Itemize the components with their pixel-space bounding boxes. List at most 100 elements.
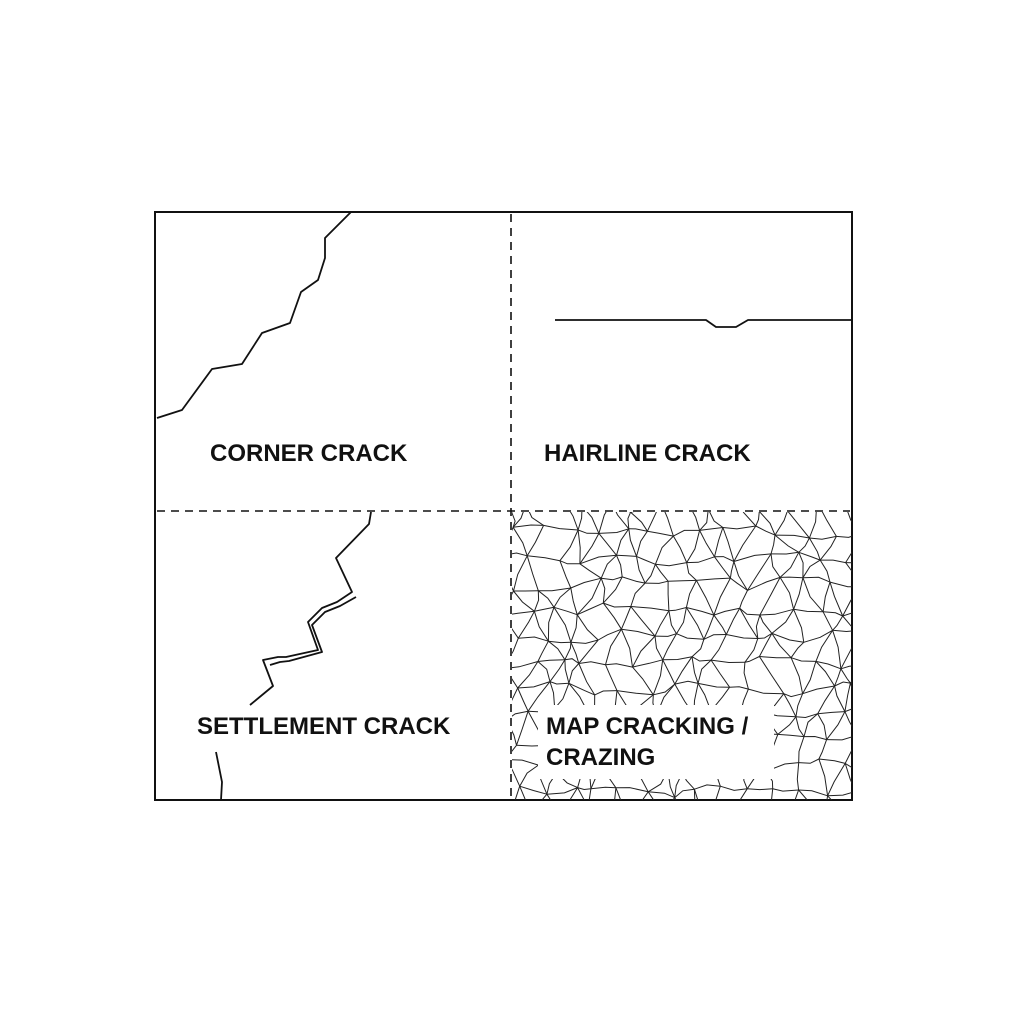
crazing-crack-segment bbox=[759, 577, 781, 616]
crazing-crack-segment bbox=[815, 630, 834, 662]
crazing-crack-segment bbox=[512, 759, 539, 766]
crazing-crack-segment bbox=[512, 610, 535, 615]
crazing-crack-segment bbox=[512, 661, 539, 669]
crazing-crack-segment bbox=[528, 512, 544, 526]
crazing-crack-segment bbox=[842, 598, 852, 617]
crazing-crack-segment bbox=[755, 525, 776, 536]
crazing-crack-segment bbox=[620, 629, 633, 668]
crazing-crack-segment bbox=[537, 659, 565, 662]
crazing-crack-segment bbox=[570, 587, 578, 615]
crazing-crack-segment bbox=[632, 635, 656, 668]
crazing-crack-segment bbox=[641, 791, 649, 800]
crazing-crack-segment bbox=[526, 555, 539, 591]
crazing-crack-segment bbox=[845, 562, 852, 564]
crazing-crack-segment bbox=[603, 602, 631, 608]
map-cracking-label-line1: MAP CRACKING / bbox=[546, 713, 749, 740]
crazing-crack-segment bbox=[636, 555, 656, 565]
crazing-crack-segment bbox=[748, 688, 784, 695]
crazing-crack-segment bbox=[685, 607, 705, 640]
crazing-crack-segment bbox=[576, 602, 604, 616]
crazing-crack-segment bbox=[697, 659, 712, 684]
crazing-crack-segment bbox=[818, 758, 846, 764]
crazing-crack-segment bbox=[827, 795, 833, 800]
crazing-crack-segment bbox=[630, 606, 669, 612]
crazing-crack-segment bbox=[578, 663, 596, 696]
crazing-crack-segment bbox=[734, 811, 769, 817]
crazing-crack-segment bbox=[647, 530, 674, 537]
crazing-crack-segment bbox=[747, 788, 773, 791]
crazing-crack-segment bbox=[653, 683, 676, 696]
crazing-crack-segment bbox=[513, 555, 528, 592]
crazing-crack-segment bbox=[513, 590, 535, 612]
crazing-crack-segment bbox=[817, 685, 836, 714]
crazing-crack-segment bbox=[559, 560, 580, 565]
crazing-crack-segment bbox=[601, 576, 623, 581]
crazing-crack-segment bbox=[698, 682, 730, 688]
crazing-crack-segment bbox=[686, 530, 701, 563]
crazing-crack-segment bbox=[512, 638, 519, 655]
crazing-crack-segment bbox=[559, 529, 579, 562]
crazing-crack-segment bbox=[512, 586, 514, 592]
crazing-crack-segment bbox=[630, 582, 646, 607]
crazing-crack-segment bbox=[729, 561, 735, 579]
crazing-crack-segment bbox=[699, 512, 709, 531]
crazing-crack-segment bbox=[757, 632, 773, 639]
crazing-crack-segment bbox=[559, 560, 572, 589]
crazing-crack-segment bbox=[577, 529, 599, 534]
crazing-crack-segment bbox=[516, 711, 529, 746]
crazing-crack-segment bbox=[729, 686, 749, 690]
crazing-crack-segment bbox=[859, 631, 878, 636]
crazing-crack-segment bbox=[676, 633, 704, 640]
crazing-crack-segment bbox=[590, 786, 616, 790]
crazing-crack-segment bbox=[826, 711, 846, 740]
crazing-crack-segment bbox=[815, 661, 836, 687]
crazing-crack-segment bbox=[600, 554, 617, 579]
crazing-crack-segment bbox=[826, 795, 829, 800]
crazing-crack-segment bbox=[615, 787, 622, 800]
settlement-crack-tail bbox=[215, 751, 223, 801]
crazing-crack-segment bbox=[713, 614, 727, 635]
crazing-crack-segment bbox=[548, 640, 571, 644]
crazing-crack-segment bbox=[771, 609, 795, 634]
crazing-crack-segment bbox=[798, 551, 821, 561]
crazing-crack-segment bbox=[512, 527, 528, 556]
crazing-crack-segment bbox=[673, 529, 700, 537]
crazing-crack-segment bbox=[699, 530, 715, 558]
crazing-crack-segment bbox=[693, 789, 699, 800]
crazing-crack-segment bbox=[864, 587, 875, 608]
crazing-crack-segment bbox=[616, 690, 654, 696]
crazing-crack-segment bbox=[513, 524, 544, 528]
crazing-crack-segment bbox=[774, 534, 800, 553]
crazing-crack-segment bbox=[844, 748, 852, 764]
crazing-crack-segment bbox=[803, 735, 827, 741]
crazing-crack-segment bbox=[822, 581, 831, 612]
crazing-crack-segment bbox=[827, 792, 852, 797]
crazing-crack-segment bbox=[877, 794, 888, 818]
crazing-crack-segment bbox=[857, 708, 863, 735]
crazing-crack-segment bbox=[730, 577, 748, 591]
crazing-crack-segment bbox=[602, 576, 623, 604]
crazing-crack-segment bbox=[597, 628, 622, 641]
crazing-crack-segment bbox=[577, 787, 591, 791]
crazing-crack-segment bbox=[672, 535, 688, 563]
crazing-crack-segment bbox=[579, 554, 617, 565]
crazing-crack-segment bbox=[865, 539, 883, 562]
crazing-crack-segment bbox=[691, 656, 712, 662]
crazing-crack-segment bbox=[569, 787, 579, 800]
crazing-crack-segment bbox=[632, 666, 654, 696]
crazing-crack-segment bbox=[662, 659, 676, 685]
crazing-crack-segment bbox=[755, 512, 760, 527]
crazing-crack-segment bbox=[709, 817, 734, 821]
crazing-crack-segment bbox=[538, 587, 571, 592]
crazing-crack-segment bbox=[645, 580, 669, 584]
crazing-crack-segment bbox=[758, 656, 785, 694]
hairline-crack-label: HAIRLINE CRACK bbox=[544, 440, 751, 467]
crazing-crack-segment bbox=[779, 577, 795, 610]
crazing-crack-segment bbox=[790, 657, 816, 662]
crazing-crack-segment bbox=[777, 733, 805, 738]
crazing-crack-segment bbox=[569, 512, 579, 531]
crazing-crack-segment bbox=[568, 682, 595, 696]
crazing-crack-segment bbox=[875, 608, 878, 636]
crazing-crack-segment bbox=[863, 665, 877, 691]
